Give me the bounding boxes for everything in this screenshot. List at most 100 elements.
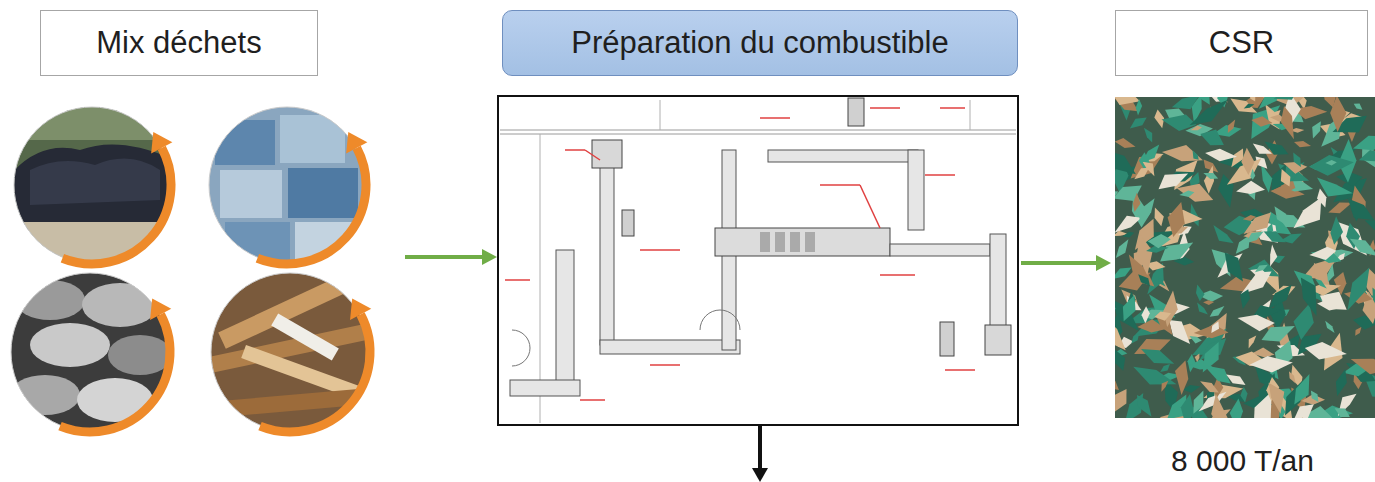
- csr-flake: [1193, 391, 1203, 414]
- csr-flake: [1294, 374, 1309, 405]
- csr-flake: [1230, 398, 1243, 418]
- csr-flake: [1211, 321, 1219, 333]
- csr-flake: [1269, 383, 1285, 414]
- csr-flake: [1143, 162, 1155, 177]
- csr-flake: [1251, 116, 1272, 127]
- csr-flake: [1144, 128, 1152, 143]
- output-arrowhead: [752, 468, 768, 482]
- box-label: Préparation du combustible: [571, 25, 948, 61]
- csr-flake: [1250, 97, 1256, 102]
- csr-flake: [1315, 279, 1327, 289]
- csr-flake: [1115, 307, 1116, 313]
- waste-photo: [208, 265, 380, 435]
- csr-flake: [1137, 395, 1152, 417]
- plan-annotation: [925, 174, 955, 176]
- csr-flake: [1116, 239, 1129, 258]
- plan-conveyor: [890, 244, 990, 256]
- csr-flake: [1328, 203, 1352, 214]
- photo-heap: [30, 159, 160, 205]
- plant-plan: [498, 96, 1018, 425]
- csr-flake: [1115, 350, 1125, 371]
- csr-flake: [1246, 232, 1264, 244]
- csr-flake: [1193, 150, 1199, 159]
- csr-flake: [1225, 252, 1243, 281]
- csr-flake: [1275, 206, 1287, 224]
- cycle-arrowhead: [151, 132, 172, 154]
- csr-flake: [1155, 207, 1164, 226]
- csr-flake: [1244, 212, 1272, 234]
- csr-flake: [1264, 231, 1286, 242]
- csr-flake: [1293, 152, 1301, 167]
- csr-flake: [1226, 375, 1245, 386]
- csr-flake: [1162, 145, 1203, 161]
- csr-flake: [1154, 110, 1164, 129]
- csr-flake: [1236, 235, 1250, 254]
- csr-flake: [1213, 225, 1233, 243]
- source-box: Mix déchets: [40, 10, 318, 76]
- csr-flake: [1330, 97, 1346, 132]
- csr-flake: [1115, 149, 1136, 175]
- csr-flake: [1155, 311, 1172, 320]
- plan-machine: [592, 140, 622, 168]
- csr-flake: [1175, 361, 1188, 396]
- csr-flake: [1115, 376, 1119, 390]
- csr-flake: [1355, 327, 1361, 336]
- plan-door: [700, 310, 740, 330]
- csr-flake: [1309, 155, 1354, 176]
- csr-flake: [1115, 389, 1127, 416]
- csr-flake: [1168, 202, 1185, 237]
- csr-flake: [1350, 239, 1375, 256]
- csr-flake: [1238, 315, 1275, 332]
- photo-sack: [15, 280, 85, 320]
- csr-flake: [1249, 336, 1257, 349]
- csr-flake: [1359, 150, 1375, 161]
- csr-flake: [1327, 264, 1334, 282]
- csr-photo: [1115, 97, 1375, 418]
- csr-flake: [1294, 141, 1311, 147]
- quantity-label: 8 000 T/an: [1115, 444, 1370, 478]
- csr-flake: [1169, 320, 1190, 344]
- photo-sack: [82, 283, 158, 327]
- plan-part: [775, 232, 785, 252]
- csr-flake: [1130, 118, 1147, 129]
- csr-flake: [1138, 319, 1167, 332]
- csr-flake: [1115, 138, 1136, 148]
- csr-flake: [1159, 174, 1189, 190]
- plan-leader: [585, 150, 600, 160]
- csr-flake: [1262, 326, 1295, 342]
- plan-door: [512, 330, 530, 366]
- csr-flake: [1136, 99, 1142, 116]
- cycle-arrowhead: [150, 299, 171, 321]
- csr-flake: [1160, 364, 1170, 372]
- photo-bale: [288, 168, 358, 218]
- process-box: Préparation du combustible: [502, 10, 1018, 76]
- csr-flake: [1200, 130, 1224, 146]
- csr-flake: [1115, 97, 1140, 105]
- cycle-arrow: [62, 148, 171, 264]
- csr-flake: [1181, 394, 1194, 418]
- csr-flake: [1210, 306, 1225, 317]
- csr-flake: [1131, 333, 1139, 344]
- csr-flakes: [1115, 97, 1375, 418]
- photo-bale: [225, 222, 290, 262]
- csr-flake: [1158, 277, 1165, 286]
- photo-bale: [215, 120, 275, 165]
- csr-flake: [1162, 115, 1197, 131]
- csr-flake: [1189, 336, 1201, 344]
- csr-flake: [1312, 121, 1321, 138]
- box-label: CSR: [1209, 25, 1274, 61]
- csr-flake: [1183, 385, 1200, 393]
- csr-flake: [1179, 191, 1194, 197]
- csr-flake: [1305, 342, 1347, 359]
- csr-flake: [1173, 257, 1194, 265]
- photo-ground: [205, 100, 375, 270]
- csr-flake: [1281, 106, 1294, 139]
- flow-arrowhead: [482, 249, 497, 265]
- csr-flake: [1255, 265, 1268, 273]
- csr-flake: [1283, 162, 1307, 174]
- plan-wall: [660, 100, 661, 130]
- csr-flake: [1133, 193, 1141, 212]
- csr-flake: [1236, 181, 1265, 194]
- plan-conveyor: [908, 150, 924, 230]
